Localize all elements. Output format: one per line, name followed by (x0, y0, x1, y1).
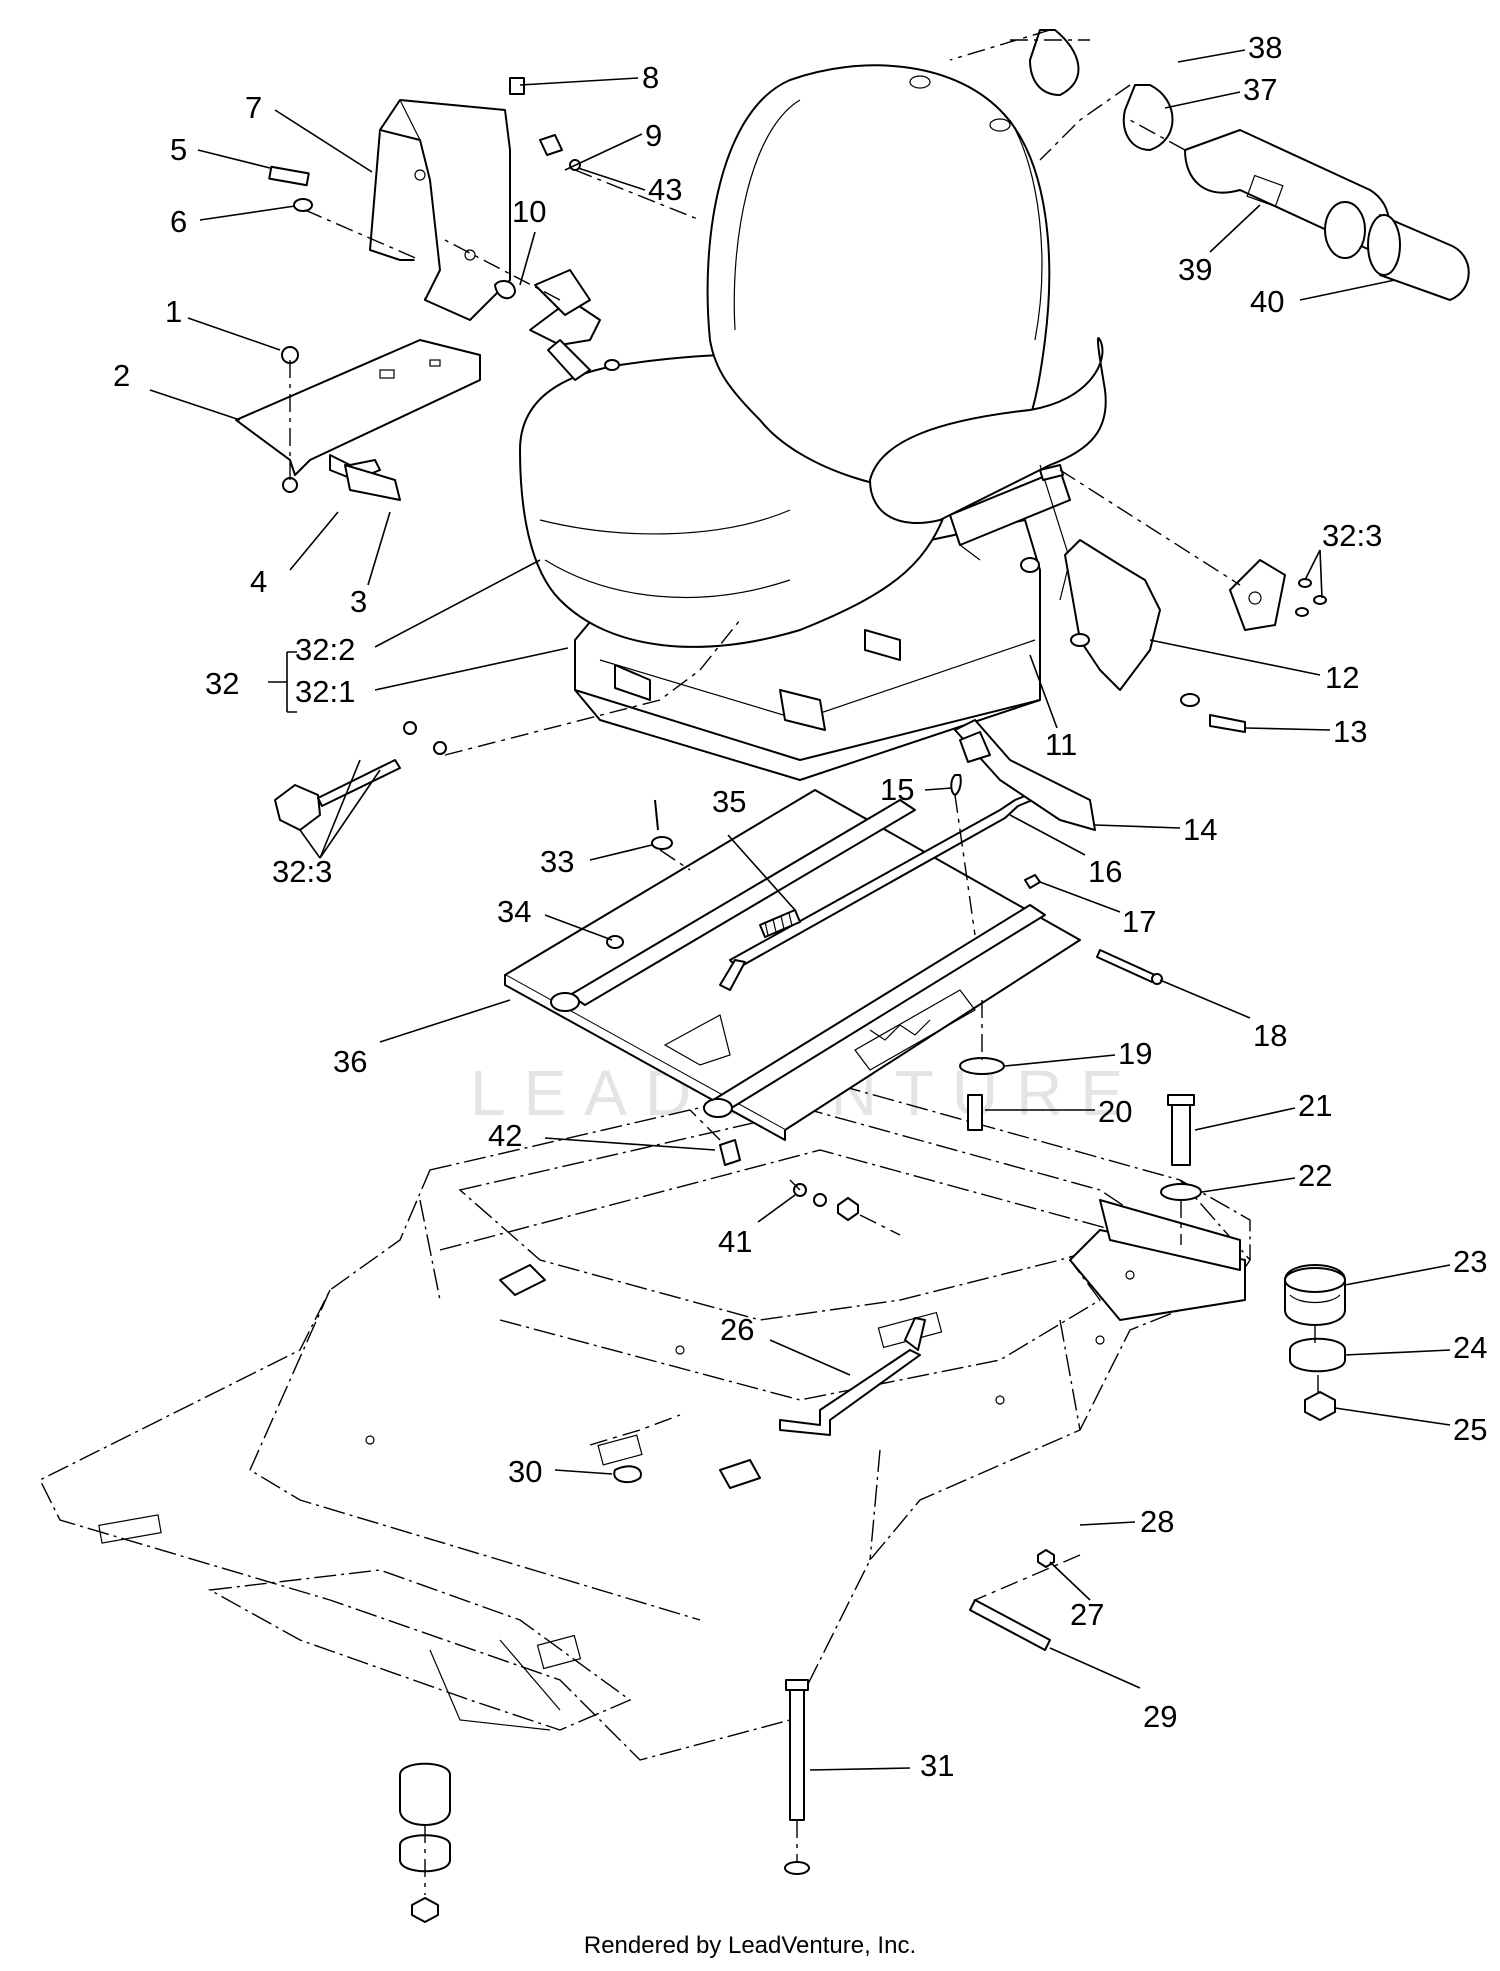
callout-7: 7 (245, 90, 262, 125)
callout-27: 27 (1070, 1597, 1104, 1632)
callout-26: 26 (720, 1312, 754, 1347)
callout-11: 11 (1045, 727, 1077, 762)
callout-38: 38 (1248, 30, 1282, 65)
callout-43: 43 (648, 172, 682, 207)
callout-17: 17 (1122, 904, 1156, 939)
bracket-7 (369, 99, 591, 321)
callout-4: 4 (250, 564, 267, 599)
callout-36: 36 (333, 1044, 367, 1079)
callout-2: 2 (113, 358, 130, 393)
callout-32: 32 (205, 666, 239, 701)
callout-23: 23 (1453, 1244, 1487, 1279)
callout-21: 21 (1298, 1088, 1332, 1123)
callout-40: 40 (1250, 284, 1284, 319)
callout-22: 22 (1298, 1158, 1332, 1193)
callout-6: 6 (170, 204, 187, 239)
callout-1: 1 (165, 294, 182, 329)
callout-25: 25 (1453, 1412, 1487, 1447)
callout-41: 41 (718, 1224, 752, 1259)
footer-credit: Rendered by LeadVenture, Inc. (583, 1932, 917, 1959)
callout-16: 16 (1088, 854, 1122, 889)
callout-28: 28 (1140, 1504, 1174, 1539)
callout-18: 18 (1253, 1018, 1287, 1053)
tube-39 (1029, 29, 1470, 301)
callout-35: 35 (712, 784, 746, 819)
callout-3: 3 (350, 584, 367, 619)
plate-2 (235, 339, 481, 501)
callout-20: 20 (1098, 1094, 1132, 1129)
callout-12: 12 (1325, 660, 1359, 695)
callout-15: 15 (880, 772, 914, 807)
callout-8: 8 (642, 60, 659, 95)
bracket-14 (954, 719, 1096, 831)
callout-32-3-left: 32:3 (272, 854, 332, 889)
seat (519, 64, 1107, 781)
callout-34: 34 (497, 894, 531, 929)
callout-30: 30 (508, 1454, 542, 1489)
leader-lines (149, 49, 1451, 1771)
callout-24: 24 (1453, 1330, 1487, 1365)
mower-frame (39, 1079, 1251, 1761)
callout-37: 37 (1243, 72, 1277, 107)
callout-32-3-right: 32:3 (1322, 518, 1382, 553)
callout-labels: 1 2 3 4 5 6 7 8 9 10 11 12 13 14 15 16 1… (113, 30, 1487, 1783)
callout-39: 39 (1178, 252, 1212, 287)
callout-31: 31 (920, 1748, 954, 1783)
callout-9: 9 (645, 118, 662, 153)
center-lines (289, 29, 1319, 1895)
callout-5: 5 (170, 132, 187, 167)
callout-42: 42 (488, 1118, 522, 1153)
callout-32-2: 32:2 (295, 632, 355, 667)
callout-33: 33 (540, 844, 574, 879)
seat-belt-12 (1064, 539, 1286, 691)
callout-10: 10 (512, 194, 546, 229)
callout-13: 13 (1333, 714, 1367, 749)
callout-29: 29 (1143, 1699, 1177, 1734)
callout-14: 14 (1183, 812, 1217, 847)
callout-19: 19 (1118, 1036, 1152, 1071)
callout-32-1: 32:1 (295, 674, 355, 709)
seat-slide-plate (504, 789, 1163, 1141)
